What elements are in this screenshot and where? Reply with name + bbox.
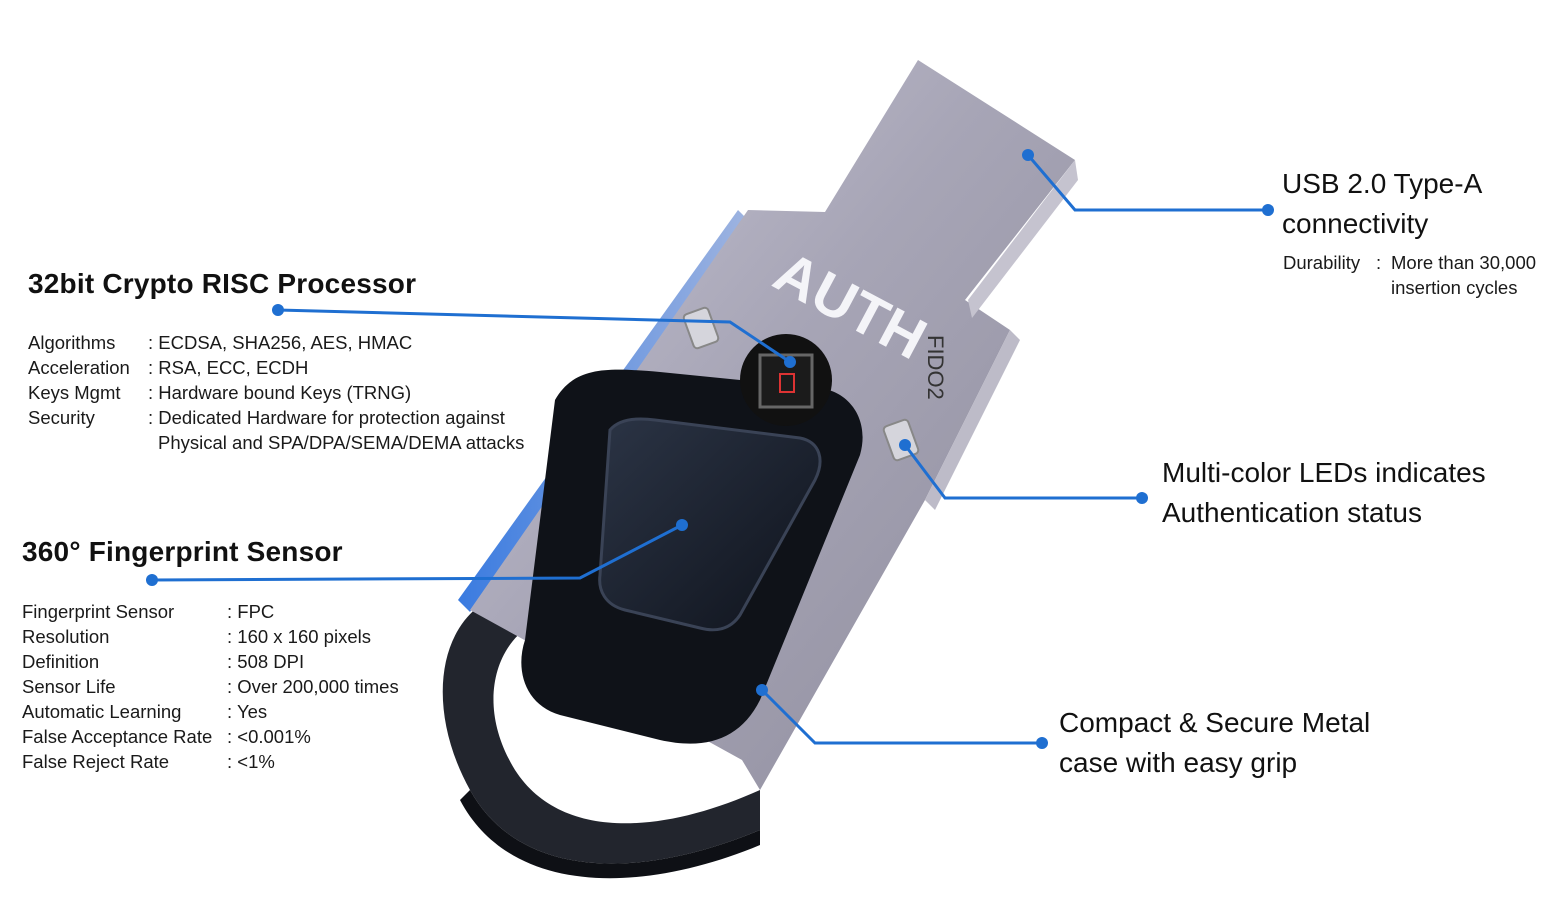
spec-value: : Hardware bound Keys (TRNG)	[148, 382, 412, 403]
spec-row: Resolution : 160 x 160 pixels	[22, 624, 399, 649]
spec-value: Physical and SPA/DPA/SEMA/DEMA attacks	[158, 432, 525, 453]
spec-value: : RSA, ECC, ECDH	[148, 357, 309, 378]
leader-case	[760, 688, 1042, 745]
durability-label: Durability	[1283, 252, 1361, 273]
spec-value: : 160 x 160 pixels	[227, 626, 371, 647]
spec-value: : <0.001%	[227, 726, 311, 747]
spec-row: False Acceptance Rate : <0.001%	[22, 724, 399, 749]
spec-row: Durability : More than 30,000	[1283, 250, 1536, 275]
spacer	[1283, 275, 1391, 300]
spec-label: Keys Mgmt	[28, 382, 121, 403]
spec-label: Definition	[22, 651, 100, 672]
model-text: FIDO2	[923, 335, 948, 400]
spec-label: Security	[28, 407, 95, 428]
case-line2: case with easy grip	[1059, 747, 1298, 778]
spec-label	[28, 430, 158, 455]
leader-usb	[1026, 154, 1268, 212]
spec-value: : ECDSA, SHA256, AES, HMAC	[148, 332, 413, 353]
crypto-chip-icon	[740, 334, 832, 426]
leader-processor	[277, 308, 791, 364]
spec-row: Sensor Life : Over 200,000 times	[22, 674, 399, 699]
spec-value: : Yes	[227, 701, 268, 722]
leader-leds	[903, 444, 1142, 500]
sensor-housing	[521, 369, 863, 744]
spec-row: insertion cycles	[1283, 275, 1536, 300]
spec-label: Acceleration	[28, 357, 130, 378]
spec-row: Definition : 508 DPI	[22, 649, 399, 674]
leds-line1: Multi-color LEDs indicates	[1162, 457, 1486, 488]
usb-title-line2: connectivity	[1282, 208, 1429, 239]
durability-value-line2: insertion cycles	[1391, 277, 1518, 298]
spec-label: Sensor Life	[22, 676, 116, 697]
spec-row: Security : Dedicated Hardware for protect…	[28, 405, 524, 430]
status-led-icon	[682, 306, 920, 462]
spec-value: : Over 200,000 times	[227, 676, 399, 697]
leader-lines	[146, 149, 1274, 749]
spec-label: Algorithms	[28, 332, 116, 353]
spec-row: False Reject Rate : <1%	[22, 749, 399, 774]
usb-durability: Durability : More than 30,000 insertion …	[1283, 250, 1536, 300]
processor-specs: Algorithms : ECDSA, SHA256, AES, HMAC Acc…	[28, 330, 524, 455]
durability-sep: :	[1376, 252, 1382, 273]
spec-row: Acceleration : RSA, ECC, ECDH	[28, 355, 524, 380]
spec-label: Automatic Learning	[22, 701, 182, 722]
spec-row: Physical and SPA/DPA/SEMA/DEMA attacks	[28, 430, 524, 455]
usb-title-line1: USB 2.0 Type-A	[1282, 168, 1483, 199]
spec-row: Keys Mgmt : Hardware bound Keys (TRNG)	[28, 380, 524, 405]
spec-value: : Dedicated Hardware for protection agai…	[148, 407, 505, 428]
durability-value-line1: More than 30,000	[1391, 252, 1537, 273]
key-ring	[442, 590, 760, 879]
spec-value: : 508 DPI	[227, 651, 305, 672]
fingerprint-specs: Fingerprint Sensor : FPC Resolution : 160 …	[22, 599, 399, 774]
spec-row: Fingerprint Sensor : FPC	[22, 599, 399, 624]
spec-row: Automatic Learning : Yes	[22, 699, 399, 724]
case-line1: Compact & Secure Metal	[1059, 707, 1371, 738]
spec-value: : FPC	[227, 601, 275, 622]
leds-line2: Authentication status	[1162, 497, 1422, 528]
spec-label: False Reject Rate	[22, 751, 170, 772]
processor-title: 32bit Crypto RISC Processor	[28, 268, 417, 299]
spec-row: Algorithms : ECDSA, SHA256, AES, HMAC	[28, 330, 524, 355]
spec-value: : <1%	[227, 751, 275, 772]
fingerprint-title: 360° Fingerprint Sensor	[22, 536, 343, 567]
spec-label: False Acceptance Rate	[22, 726, 213, 747]
spec-label: Fingerprint Sensor	[22, 601, 175, 622]
spec-label: Resolution	[22, 626, 110, 647]
leader-fingerprint	[151, 523, 683, 582]
